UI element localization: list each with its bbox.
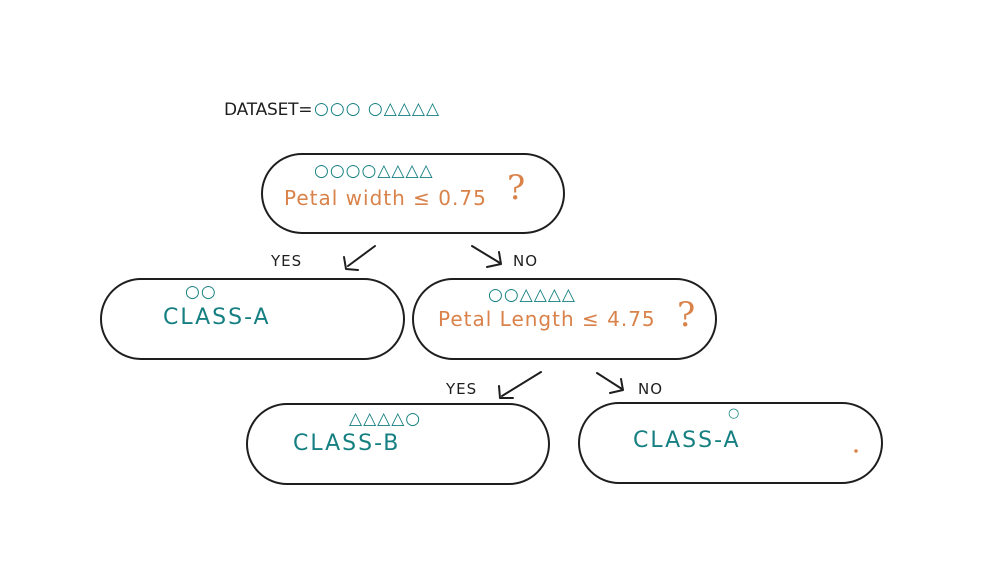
left-leaf-outline: [100, 278, 405, 360]
left-leaf-class: CLASS-A: [163, 305, 271, 330]
middle-yes-label: YES: [446, 380, 478, 398]
root-node-outline: [261, 153, 565, 234]
root-node-question: Petal width ≤ 0.75: [284, 186, 487, 210]
root-no-arrow: [471, 245, 501, 264]
middle-no-arrow-head: [609, 378, 624, 394]
stray-dot: [854, 449, 858, 453]
root-node-symbols: ○○○○△△△△: [314, 161, 434, 181]
middle-node-symbols: ○○△△△△: [488, 285, 576, 305]
bottom-left-leaf-outline: [246, 403, 550, 485]
middle-yes-arrow-head: [498, 385, 514, 399]
dataset-label: DATASET=: [224, 100, 313, 120]
root-yes-label: YES: [271, 252, 303, 270]
root-yes-arrow-head: [343, 256, 359, 271]
middle-no-arrow: [596, 372, 623, 390]
root-no-arrow-head: [486, 251, 502, 268]
dataset-symbols: ○○○ ○△△△△: [314, 99, 441, 119]
root-yes-arrow: [347, 245, 376, 267]
middle-yes-arrow: [501, 371, 542, 397]
middle-node-question-mark: ?: [677, 295, 696, 335]
middle-node-outline: [412, 278, 717, 360]
middle-no-label: NO: [638, 380, 664, 398]
root-no-label: NO: [513, 252, 539, 270]
bottom-left-leaf-class: CLASS-B: [293, 431, 401, 456]
left-leaf-symbols: ○○: [185, 282, 217, 302]
bottom-left-leaf-symbols: △△△△○: [349, 409, 422, 429]
root-node-question-mark: ?: [507, 168, 526, 208]
bottom-right-leaf-symbols: ○: [728, 406, 741, 421]
bottom-right-leaf-outline: [578, 402, 883, 484]
bottom-right-leaf-class: CLASS-A: [633, 428, 741, 453]
middle-node-question: Petal Length ≤ 4.75: [438, 307, 656, 331]
